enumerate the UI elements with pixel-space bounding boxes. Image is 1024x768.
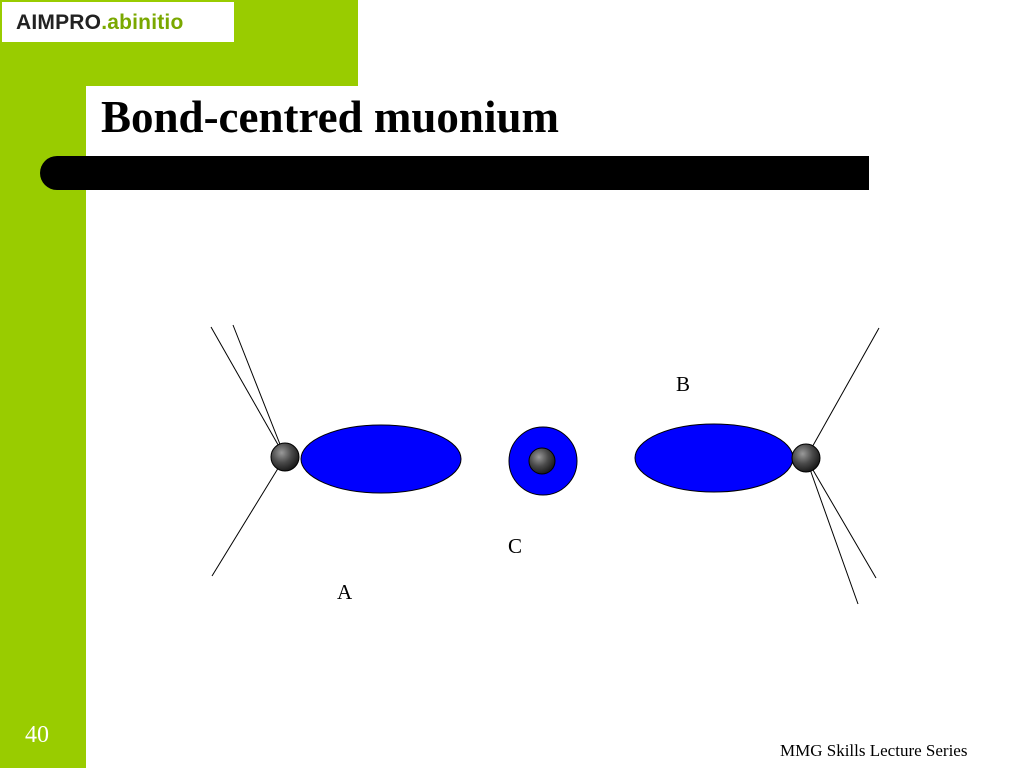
title-area-corner [86, 86, 358, 156]
logo: AIMPRO.abinitio [2, 2, 234, 42]
slide-number: 40 [25, 722, 49, 748]
logo-part-aimpro: AIMPRO [16, 11, 102, 34]
left-bond-line-2 [232, 324, 286, 458]
muon-particle [528, 447, 556, 475]
title-underline-bar [40, 156, 869, 190]
left-bond-line-1 [210, 326, 286, 458]
right-atom [791, 443, 821, 473]
label-b: B [676, 372, 690, 396]
label-c: C [508, 534, 522, 558]
left-bond-line-3 [211, 456, 286, 577]
footer-text: MMG Skills Lecture Series [780, 741, 968, 760]
label-a: A [337, 580, 353, 604]
logo-part-abinitio: .abinitio [101, 11, 184, 34]
right-bond-line-3 [805, 457, 859, 605]
slide-title: Bond-centred muonium [101, 92, 559, 142]
logo-text: AIMPRO.abinitio [16, 11, 184, 35]
left-orbital-lobe [300, 424, 462, 494]
right-bond-line-2 [805, 457, 877, 579]
right-orbital-lobe [634, 423, 794, 493]
right-bond-line-1 [805, 327, 880, 459]
left-atom [270, 442, 300, 472]
green-sidebar [0, 0, 86, 768]
